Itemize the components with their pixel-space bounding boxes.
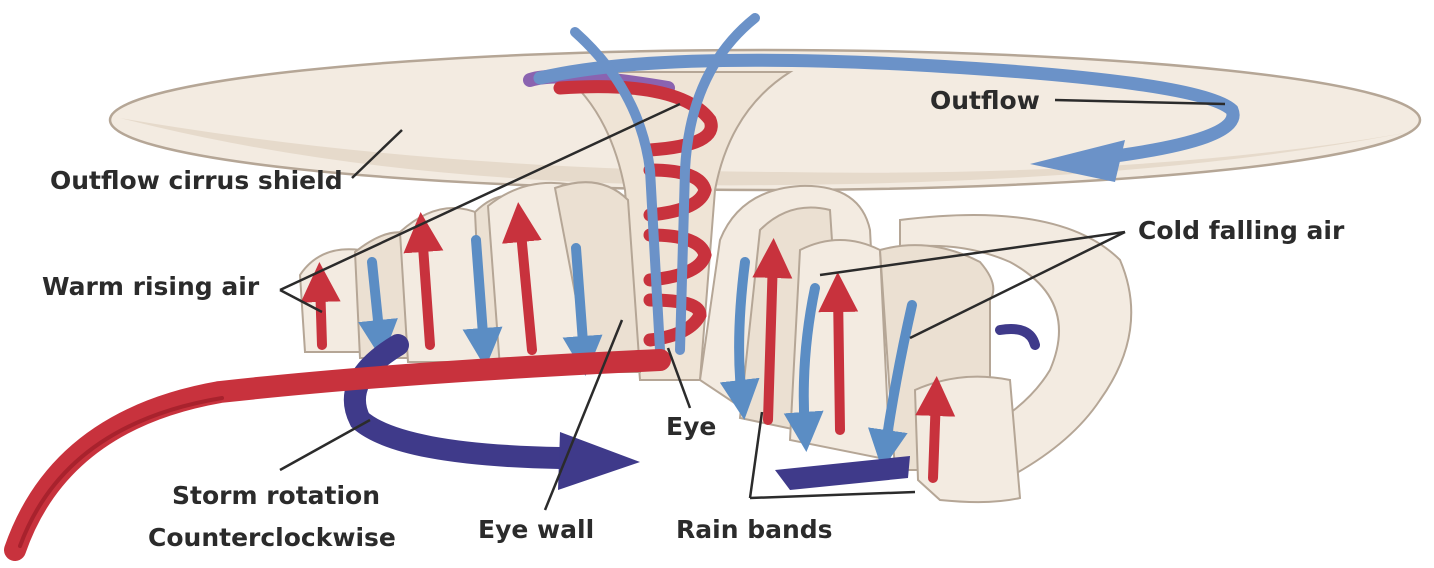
label-eye: Eye [666,412,716,442]
label-cold-falling-air: Cold falling air [1138,216,1344,246]
storm-rotation-arrow-far [1000,329,1035,345]
label-warm-rising-air: Warm rising air [42,272,259,302]
storm-rotation-arrow-head [558,432,640,490]
left-rain-bands [300,182,640,372]
right-rain-bands [700,186,1131,502]
label-counterclockwise: Counterclockwise [148,523,396,553]
label-outflow: Outflow [930,86,1040,116]
storm-rotation-arrow-right [775,456,910,490]
label-storm-rotation: Storm rotation [172,481,380,511]
label-eye-wall: Eye wall [478,515,594,545]
label-rain-bands: Rain bands [676,515,833,545]
label-outflow-cirrus-shield: Outflow cirrus shield [50,166,343,196]
